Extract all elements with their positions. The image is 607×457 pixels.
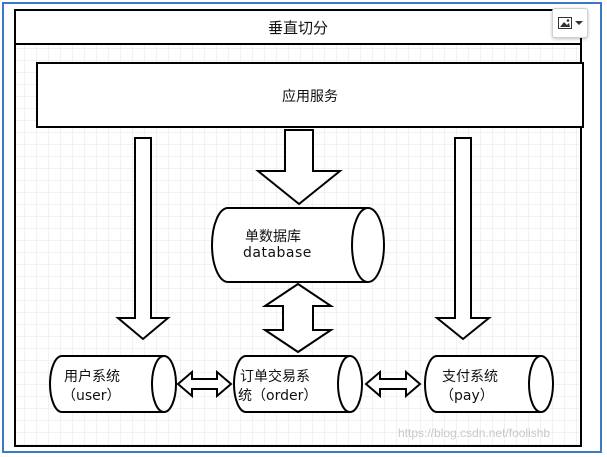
app-service-label: 应用服务 <box>282 89 338 105</box>
order-system-cylinder-edge <box>337 355 351 413</box>
user-system-cylinder-edge <box>151 355 165 413</box>
container-box <box>14 9 582 447</box>
image-options-button[interactable] <box>552 8 588 38</box>
down-arrow-center <box>255 129 343 206</box>
order-system-label-line2: 统（order） <box>238 388 318 404</box>
vertical-double-arrow <box>261 282 335 354</box>
watermark: https://blog.csdn.net/foolishb <box>398 426 551 440</box>
user-system-label-line2: （user） <box>62 388 121 404</box>
database-label-line1: 单数据库 <box>245 229 301 245</box>
database-label-line2: database <box>243 245 312 261</box>
order-system-label-line1: 订单交易系 <box>240 369 310 385</box>
pay-system-cylinder-edge <box>528 355 542 413</box>
diagram-title: 垂直切分 <box>267 19 329 37</box>
user-system-label-line1: 用户系统 <box>64 369 120 385</box>
down-arrow-right <box>434 137 492 341</box>
chevron-down-icon <box>574 21 583 25</box>
down-arrow-left <box>115 137 171 341</box>
app-service-box <box>36 62 584 128</box>
image-icon <box>557 17 572 29</box>
database-cylinder-edge <box>351 207 369 283</box>
horizontal-double-arrow-left <box>176 369 233 399</box>
pay-system-label-line2: （pay） <box>440 388 494 404</box>
horizontal-double-arrow-right <box>364 369 422 399</box>
pay-system-label-line1: 支付系统 <box>442 369 498 385</box>
